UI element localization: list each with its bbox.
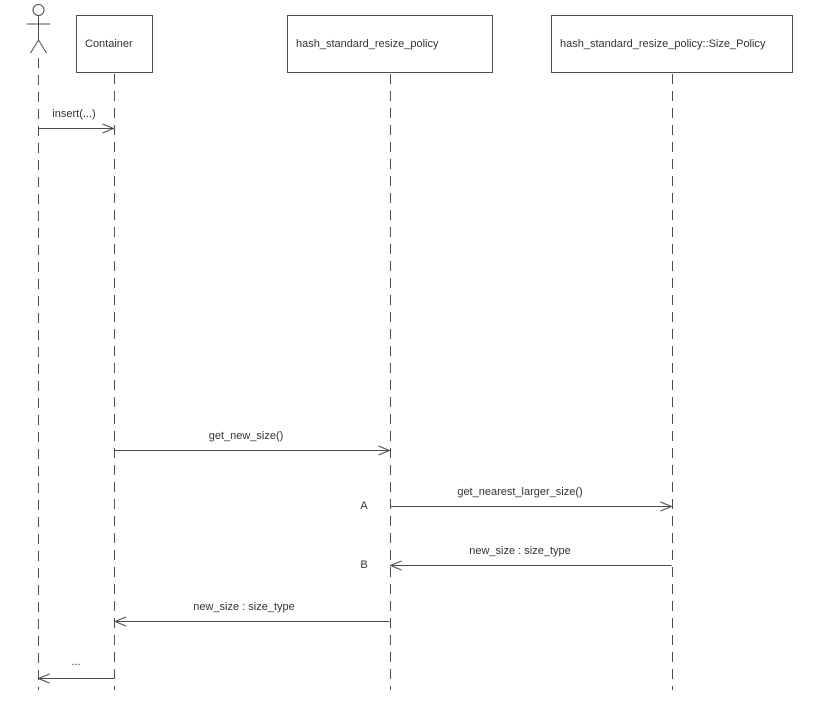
message-arrow-return-new-size-to-policy [389,560,672,571]
participant-container-label: Container [85,38,133,50]
message-arrow-insert [38,123,115,134]
message-label-get-nearest-larger-size: get_nearest_larger_size() [457,486,583,498]
message-label-get-new-size: get_new_size() [208,430,284,442]
message-arrow-ellipsis [37,673,114,684]
actor-icon [27,4,50,54]
message-label-insert: insert(...) [52,108,96,120]
participant-size-policy: hash_standard_resize_policy::Size_Policy [551,15,793,73]
participant-resize-policy: hash_standard_resize_policy [287,15,493,73]
participant-container: Container [76,15,153,73]
message-arrow-get-nearest-larger-size [390,501,673,512]
message-arrow-get-new-size [114,445,391,456]
sequence-marker-a: A [360,500,368,512]
message-label-return-new-size-to-policy: new_size : size_type [469,545,571,557]
message-arrow-return-new-size-to-container [113,616,390,627]
sequence-marker-b: B [360,559,368,571]
participant-resize-policy-label: hash_standard_resize_policy [296,38,439,50]
message-label-return-new-size-to-container: new_size : size_type [193,601,295,613]
participant-size-policy-label: hash_standard_resize_policy::Size_Policy [560,38,766,50]
message-label-ellipsis: ... [71,656,81,668]
